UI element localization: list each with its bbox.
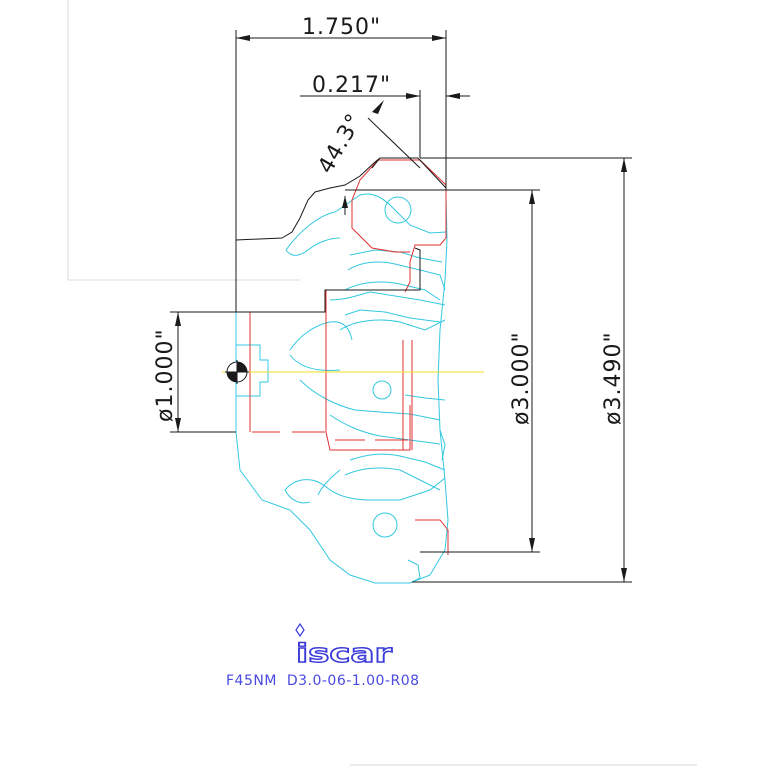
- dimension-arrows: [175, 35, 627, 582]
- dim-width-1750: 1.750": [302, 15, 381, 40]
- cutter-holes: [372, 196, 412, 538]
- model-code: F45NM D3.0-06-1.00-R08: [226, 673, 420, 689]
- dimension-lines: [170, 30, 632, 583]
- logo-wordmark: iscar: [296, 639, 392, 669]
- cutter-body-outline: [235, 193, 449, 584]
- sheet-border: [67, 0, 697, 766]
- dim-width-0217: 0.217": [312, 73, 391, 98]
- dim-diameter-1000: ø1.000": [153, 328, 178, 422]
- holder-profile: [235, 157, 447, 313]
- insert-outline: [249, 159, 449, 555]
- dim-angle-443: 44.3°: [314, 109, 368, 178]
- dim-diameter-3490: ø3.490": [601, 331, 626, 425]
- dim-diameter-3000: ø3.000": [509, 331, 534, 425]
- center-mark-icon: [225, 360, 249, 384]
- iscar-logo: iscar: [295, 622, 393, 670]
